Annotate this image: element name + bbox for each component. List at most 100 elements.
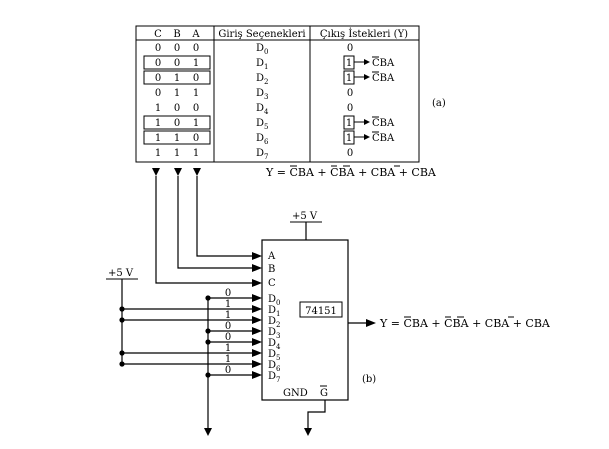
arrow-pin-b: [252, 264, 262, 272]
chip-label: 74151: [305, 306, 337, 317]
data-arrow: [252, 349, 262, 357]
cell-c: 0: [155, 43, 161, 54]
cell-input: D: [256, 43, 264, 54]
header-outputs: Çıkış İstekleri (Y): [320, 28, 408, 40]
arrow-pin-a: [252, 252, 262, 260]
junction-dot: [205, 328, 211, 334]
cell-b: 1: [174, 133, 180, 144]
output-arrow-head: [364, 59, 370, 65]
table-frame: [135, 25, 420, 163]
pin-label-d-sub: 3: [276, 332, 280, 340]
junction-dot: [205, 372, 211, 378]
pin-label-d: D: [268, 360, 276, 371]
cell-output: 0: [347, 88, 353, 99]
junction-dot: [119, 306, 125, 312]
pin-label-d-sub: 0: [276, 299, 280, 307]
cell-b: 0: [174, 58, 180, 69]
cell-b: 0: [174, 103, 180, 114]
cell-c: 1: [155, 118, 161, 129]
cell-input-sub: 0: [264, 48, 268, 56]
cell-input-sub: 1: [264, 63, 268, 71]
select-lines: [152, 168, 262, 287]
table-equation-text: Y = CBA + CBA + CBA + CBA: [265, 166, 437, 179]
pin-label-d-sub: 2: [276, 321, 280, 329]
table-equation: Y = CBA + CBA + CBA + CBA: [265, 165, 437, 179]
output-equation-text: Y = CBA + CBA + CBA + CBA: [379, 317, 551, 330]
data-value: 1: [225, 299, 231, 310]
cell-a: 1: [193, 88, 199, 99]
pin-label-d-sub: 7: [276, 376, 280, 384]
cell-a: 1: [193, 118, 199, 129]
data-value: 1: [225, 354, 231, 365]
truth-table: C B A Giriş Seçenekleri Çıkış İstekleri …: [135, 25, 446, 179]
cell-c: 0: [155, 88, 161, 99]
cell-input-sub: 4: [264, 108, 269, 116]
junction-dot: [119, 361, 125, 367]
cell-input: D: [256, 148, 264, 159]
pin-label-d-sub: 5: [276, 354, 280, 362]
header-a: A: [191, 29, 200, 40]
output-arrow-head: [364, 119, 370, 125]
row-highlight-box: [143, 55, 211, 70]
junction-dot: [119, 317, 125, 323]
data-value: 1: [225, 310, 231, 321]
cell-term: CBA: [372, 73, 395, 84]
data-arrow: [252, 316, 262, 324]
cell-c: 1: [155, 133, 161, 144]
cell-input-sub: 5: [264, 123, 268, 131]
cell-b: 1: [174, 88, 180, 99]
output-equation: Y = CBA + CBA + CBA + CBA: [379, 316, 551, 330]
select-arrow-c: [152, 168, 160, 176]
header-inputs: Giriş Seçenekleri: [218, 29, 305, 40]
cell-output: 0: [347, 43, 353, 54]
cell-output: 1: [346, 133, 352, 144]
cell-a: 0: [193, 43, 199, 54]
ground-arrow: [204, 428, 212, 436]
output-arrow: [366, 319, 376, 327]
select-arrow-b: [174, 168, 182, 176]
label-b: (b): [362, 374, 376, 385]
cell-input: D: [256, 133, 264, 144]
gbar-wire: [307, 400, 326, 430]
cell-input: D: [256, 58, 264, 69]
output-arrow-head: [364, 134, 370, 140]
cell-b: 1: [174, 148, 180, 159]
cell-input-sub: 3: [264, 93, 268, 101]
cell-input: D: [256, 88, 264, 99]
wire-select-a: [196, 176, 252, 257]
data-value: 0: [225, 332, 231, 343]
cell-output: 0: [347, 148, 353, 159]
row-highlight-box: [143, 70, 211, 85]
cell-input-sub: 7: [264, 153, 268, 161]
cell-input: D: [256, 103, 264, 114]
cell-a: 1: [193, 148, 199, 159]
vcc-top-label: +5 V: [292, 211, 318, 222]
pin-label-d-sub: 6: [276, 365, 281, 373]
pin-label-d: D: [268, 305, 276, 316]
cell-input: D: [256, 73, 264, 84]
row-highlight-box: [143, 130, 211, 145]
row-highlight-box: [143, 115, 211, 130]
cell-output: 1: [346, 73, 352, 84]
data-value: 0: [225, 288, 231, 299]
pin-label-d-sub: 1: [276, 310, 280, 318]
cell-input-sub: 6: [264, 138, 269, 146]
cell-input-sub: 2: [264, 78, 268, 86]
gnd-label: GND: [283, 388, 308, 399]
wire-select-b: [177, 176, 252, 269]
cell-term: CBA: [372, 118, 395, 129]
cell-output: 1: [346, 118, 352, 129]
cell-b: 0: [174, 43, 180, 54]
